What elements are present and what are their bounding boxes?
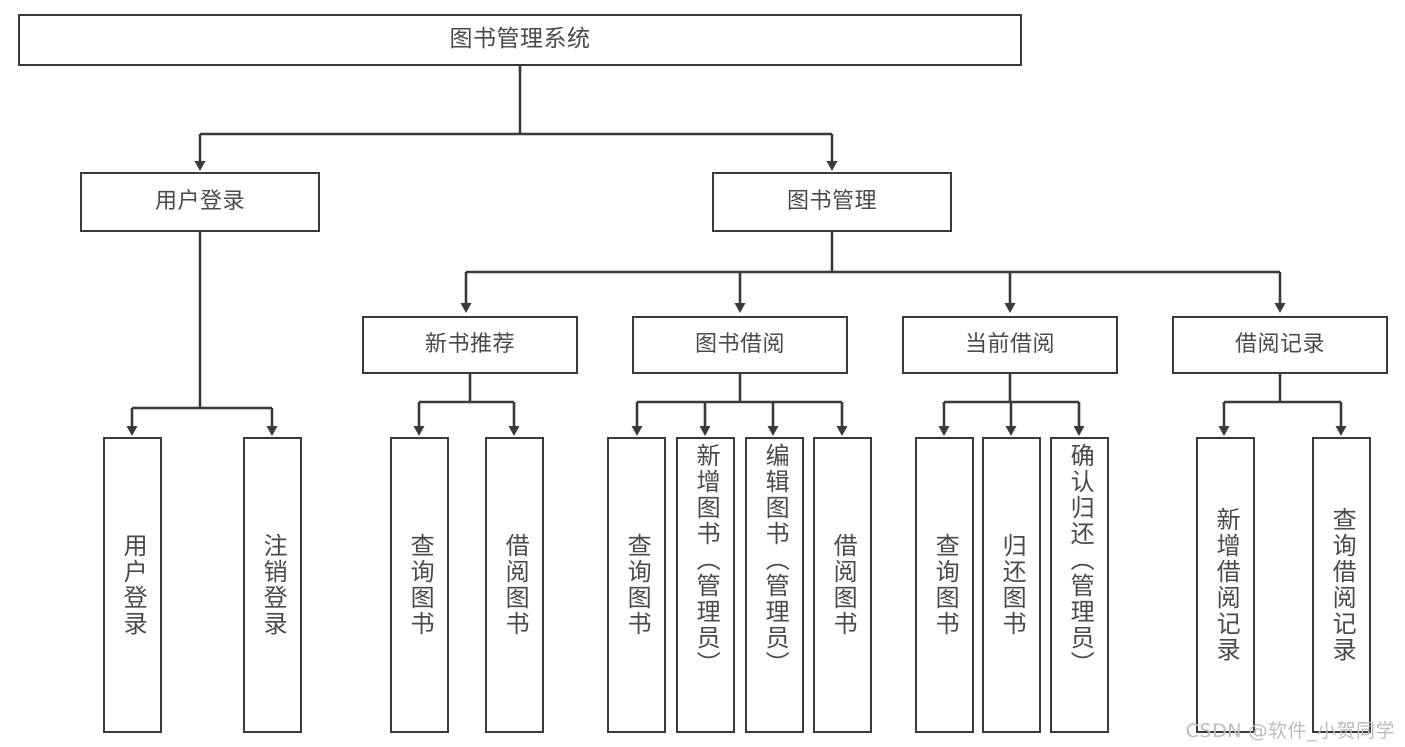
- node-label: 新书推荐: [424, 331, 515, 357]
- node-new-book-recommend[interactable]: 新书推荐: [362, 316, 578, 374]
- node-label: 确认归还（管理员）: [1066, 443, 1095, 677]
- node-label: 图书借阅: [694, 331, 785, 357]
- node-label: 查询图书: [931, 533, 960, 637]
- node-label: 新增借阅记录: [1212, 507, 1241, 663]
- node-current-borrow[interactable]: 当前借阅: [902, 316, 1118, 374]
- node-label: 图书管理系统: [449, 26, 591, 53]
- leaf-borrow-books-recommend[interactable]: 借阅图书: [485, 437, 544, 733]
- leaf-query-borrow-record[interactable]: 查询借阅记录: [1312, 437, 1371, 733]
- leaf-edit-book-admin[interactable]: 编辑图书（管理员）: [745, 437, 804, 733]
- node-label: 归还图书: [998, 533, 1027, 637]
- leaf-query-books-recommend[interactable]: 查询图书: [390, 437, 449, 733]
- node-label: 用户登录: [154, 188, 245, 214]
- leaf-confirm-return-admin[interactable]: 确认归还（管理员）: [1050, 437, 1109, 733]
- leaf-query-books-current[interactable]: 查询图书: [915, 437, 974, 733]
- leaf-logout[interactable]: 注销登录: [243, 437, 302, 733]
- node-label: 图书管理: [786, 188, 877, 214]
- node-label: 新增图书（管理员）: [692, 443, 721, 677]
- node-label: 注销登录: [259, 533, 288, 637]
- node-label: 借阅图书: [829, 533, 858, 637]
- node-label: 查询图书: [623, 533, 652, 637]
- node-label: 当前借阅: [964, 331, 1055, 357]
- leaf-query-books-borrow[interactable]: 查询图书: [607, 437, 666, 733]
- node-book-borrow[interactable]: 图书借阅: [632, 316, 848, 374]
- node-borrow-records[interactable]: 借阅记录: [1172, 316, 1388, 374]
- leaf-borrow-books[interactable]: 借阅图书: [813, 437, 872, 733]
- node-label: 借阅图书: [501, 533, 530, 637]
- node-root-system[interactable]: 图书管理系统: [18, 14, 1022, 66]
- leaf-return-books[interactable]: 归还图书: [982, 437, 1041, 733]
- leaf-add-book-admin[interactable]: 新增图书（管理员）: [676, 437, 735, 733]
- node-label: 借阅记录: [1234, 331, 1325, 357]
- node-label: 查询图书: [406, 533, 435, 637]
- leaf-user-login[interactable]: 用户登录: [103, 437, 162, 733]
- node-label: 用户登录: [119, 533, 148, 637]
- node-label: 查询借阅记录: [1328, 507, 1357, 663]
- leaf-add-borrow-record[interactable]: 新增借阅记录: [1196, 437, 1255, 733]
- watermark-text: CSDN @软件_小贺同学: [1185, 720, 1395, 742]
- node-label: 编辑图书（管理员）: [761, 443, 790, 677]
- node-user-login[interactable]: 用户登录: [80, 172, 320, 232]
- node-book-management[interactable]: 图书管理: [712, 172, 952, 232]
